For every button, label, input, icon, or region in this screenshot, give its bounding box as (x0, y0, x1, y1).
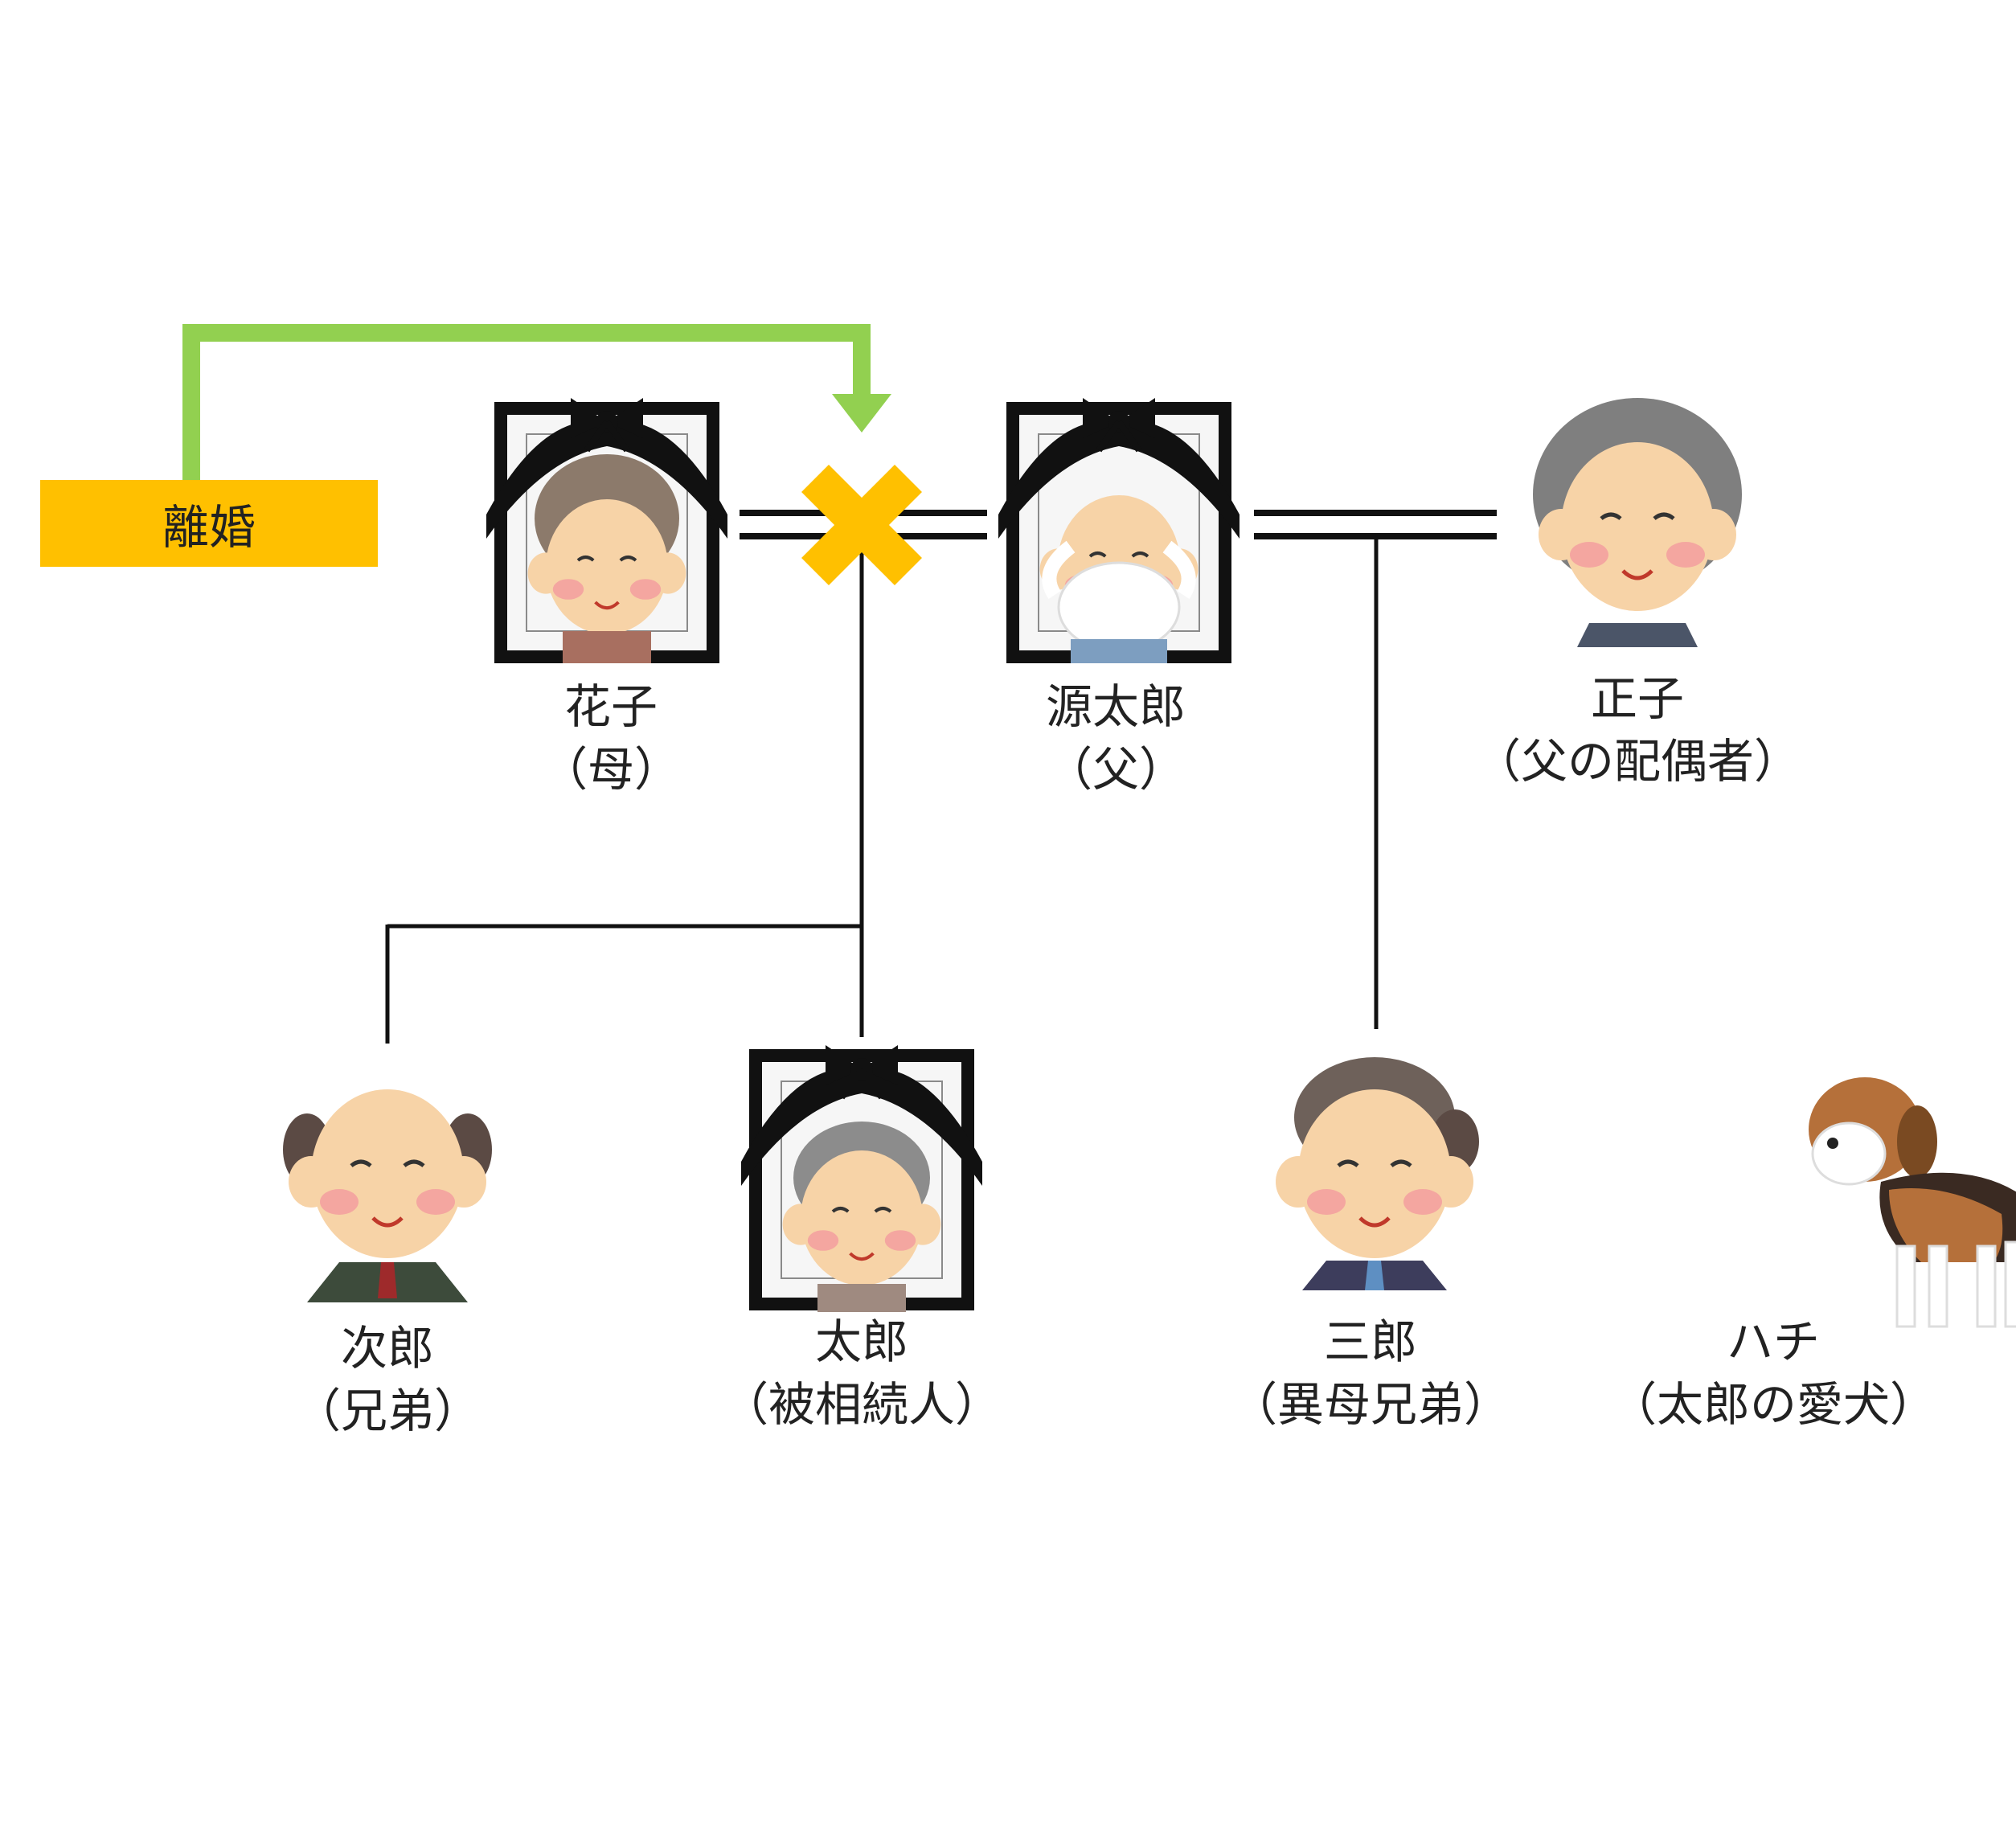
jiro-label: 次郎 （兄弟） (146, 1317, 629, 1442)
jiro-figure (283, 1089, 492, 1302)
hanako-name: 花子 (563, 679, 658, 734)
masako-role: （父の配偶者） (1473, 734, 1801, 789)
hanako-portrait (486, 398, 727, 664)
saburo-label: 三郎 （異母兄弟） (1129, 1310, 1612, 1436)
divorce-arrow-line (182, 324, 871, 480)
jiro-role: （兄弟） (293, 1384, 481, 1438)
divorce-badge-label: 離婚 (162, 500, 256, 555)
saburo-figure (1276, 1057, 1479, 1290)
hanako-role: （母） (540, 742, 681, 797)
masako-label: 正子 （父の配偶者） (1396, 667, 1879, 793)
gentaro-role: （父） (1045, 742, 1186, 797)
masako-name: 正子 (1590, 671, 1684, 726)
hachi-dog-figure (1809, 1077, 2016, 1328)
taro-role: （被相続人） (721, 1377, 1002, 1432)
gentaro-label: 源太郎 （父） (875, 675, 1357, 801)
gentaro-portrait (998, 398, 1240, 664)
saburo-name: 三郎 (1323, 1314, 1417, 1369)
divorce-badge: 離婚 (40, 480, 378, 567)
hachi-role: （太郎の愛犬） (1609, 1377, 1936, 1432)
taro-name: 太郎 (814, 1314, 908, 1369)
gentaro-name: 源太郎 (1045, 679, 1186, 734)
hachi-label: ハチ （太郎の愛犬） (1532, 1310, 2014, 1436)
taro-portrait (741, 1045, 982, 1312)
hachi-name: ハチ (1726, 1314, 1820, 1369)
taro-label: 太郎 （被相続人） (621, 1310, 1103, 1436)
masako-figure (1533, 398, 1742, 647)
jiro-name: 次郎 (340, 1321, 434, 1376)
divorce-arrow-head (832, 394, 891, 433)
hanako-label: 花子 （母） (370, 675, 852, 801)
divorce-cross-icon (801, 465, 922, 585)
saburo-role: （異母兄弟） (1230, 1377, 1510, 1432)
